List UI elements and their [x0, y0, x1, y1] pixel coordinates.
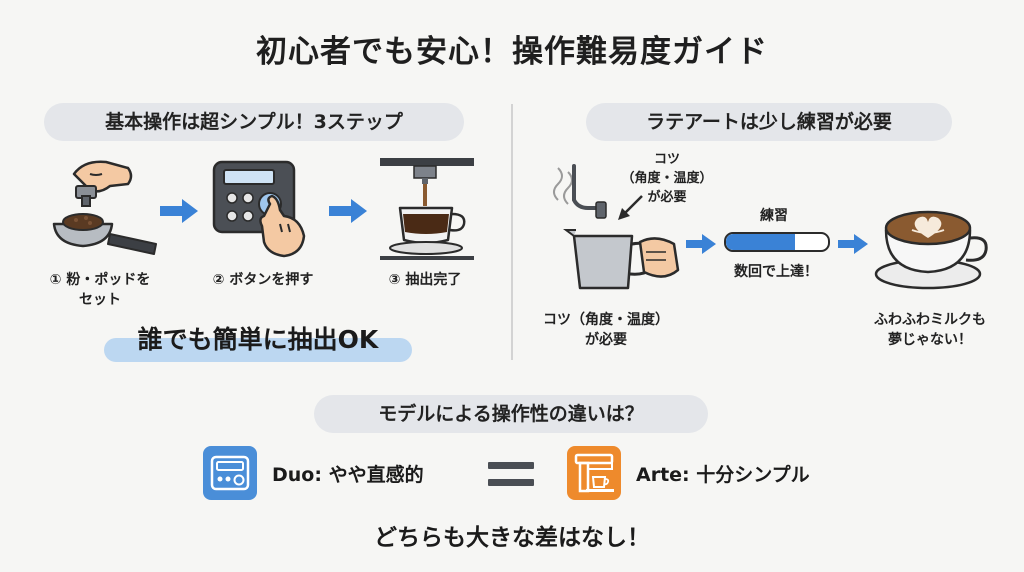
tip-callout-line3: が必要 [647, 190, 687, 205]
practice-label: 練習 [760, 208, 788, 224]
tip-caption-line1: コツ（角度・温度） [543, 312, 669, 328]
tip-callout: コツ （角度・温度） が必要 [612, 150, 722, 207]
arrow-right-icon [838, 234, 868, 254]
highlight-text: 誰でも簡単に抽出OK [137, 325, 379, 354]
duo-label: Duo: やや直感的 [272, 464, 424, 486]
equals-icon [488, 462, 534, 486]
arte-machine-icon [567, 446, 621, 500]
step-1-caption: ① 粉・ポッドを セット [30, 270, 170, 310]
step-3-caption: ③ 抽出完了 [388, 272, 462, 288]
arrow-right-icon [686, 234, 716, 254]
page-title: 初心者でも安心！操作難易度ガイド [256, 34, 768, 70]
callout-arrow-icon [618, 195, 643, 220]
conclusion-text: どちらも大きな差はなし！ [374, 525, 650, 551]
step-1-caption-line2: セット [79, 292, 121, 308]
practice-progress-fill [726, 234, 796, 250]
portafilter-hand-icon [52, 160, 157, 255]
latte-art-heading: ラテアートは少し練習が必要 [586, 103, 952, 141]
practice-progress-bar [724, 232, 830, 252]
easy-extraction-highlight: 誰でも簡単に抽出OK [104, 316, 412, 364]
model-comparison-heading: モデルによる操作性の違いは？ [314, 395, 708, 433]
basic-steps-heading: 基本操作は超シンプル！3ステップ [44, 103, 464, 141]
arte-label: Arte: 十分シンプル [636, 464, 810, 486]
result-caption-line2: 夢じゃない！ [888, 332, 972, 348]
duo-machine-icon [203, 446, 257, 500]
tip-caption-line2: が必要 [585, 332, 627, 348]
step-2-caption: ② ボタンを押す [212, 272, 314, 288]
tip-caption: コツ（角度・温度） が必要 [526, 310, 686, 350]
section-divider [511, 104, 513, 360]
control-panel-icon [212, 160, 306, 258]
latte-art-cup-icon [874, 210, 988, 290]
tip-callout-line1: コツ [653, 152, 680, 167]
arrow-right-icon [160, 199, 198, 223]
step-1-caption-line1: ① 粉・ポッドを [49, 272, 151, 288]
tip-callout-line2: （角度・温度） [621, 171, 713, 186]
practice-note: 数回で上達！ [734, 264, 818, 280]
result-caption: ふわふわミルクも 夢じゃない！ [850, 310, 1010, 350]
result-caption-line1: ふわふわミルクも [874, 312, 986, 328]
espresso-cup-icon [380, 158, 474, 260]
milk-pitcher-icon [553, 164, 680, 290]
arrow-right-icon [329, 199, 367, 223]
highlight-marker [104, 338, 412, 362]
